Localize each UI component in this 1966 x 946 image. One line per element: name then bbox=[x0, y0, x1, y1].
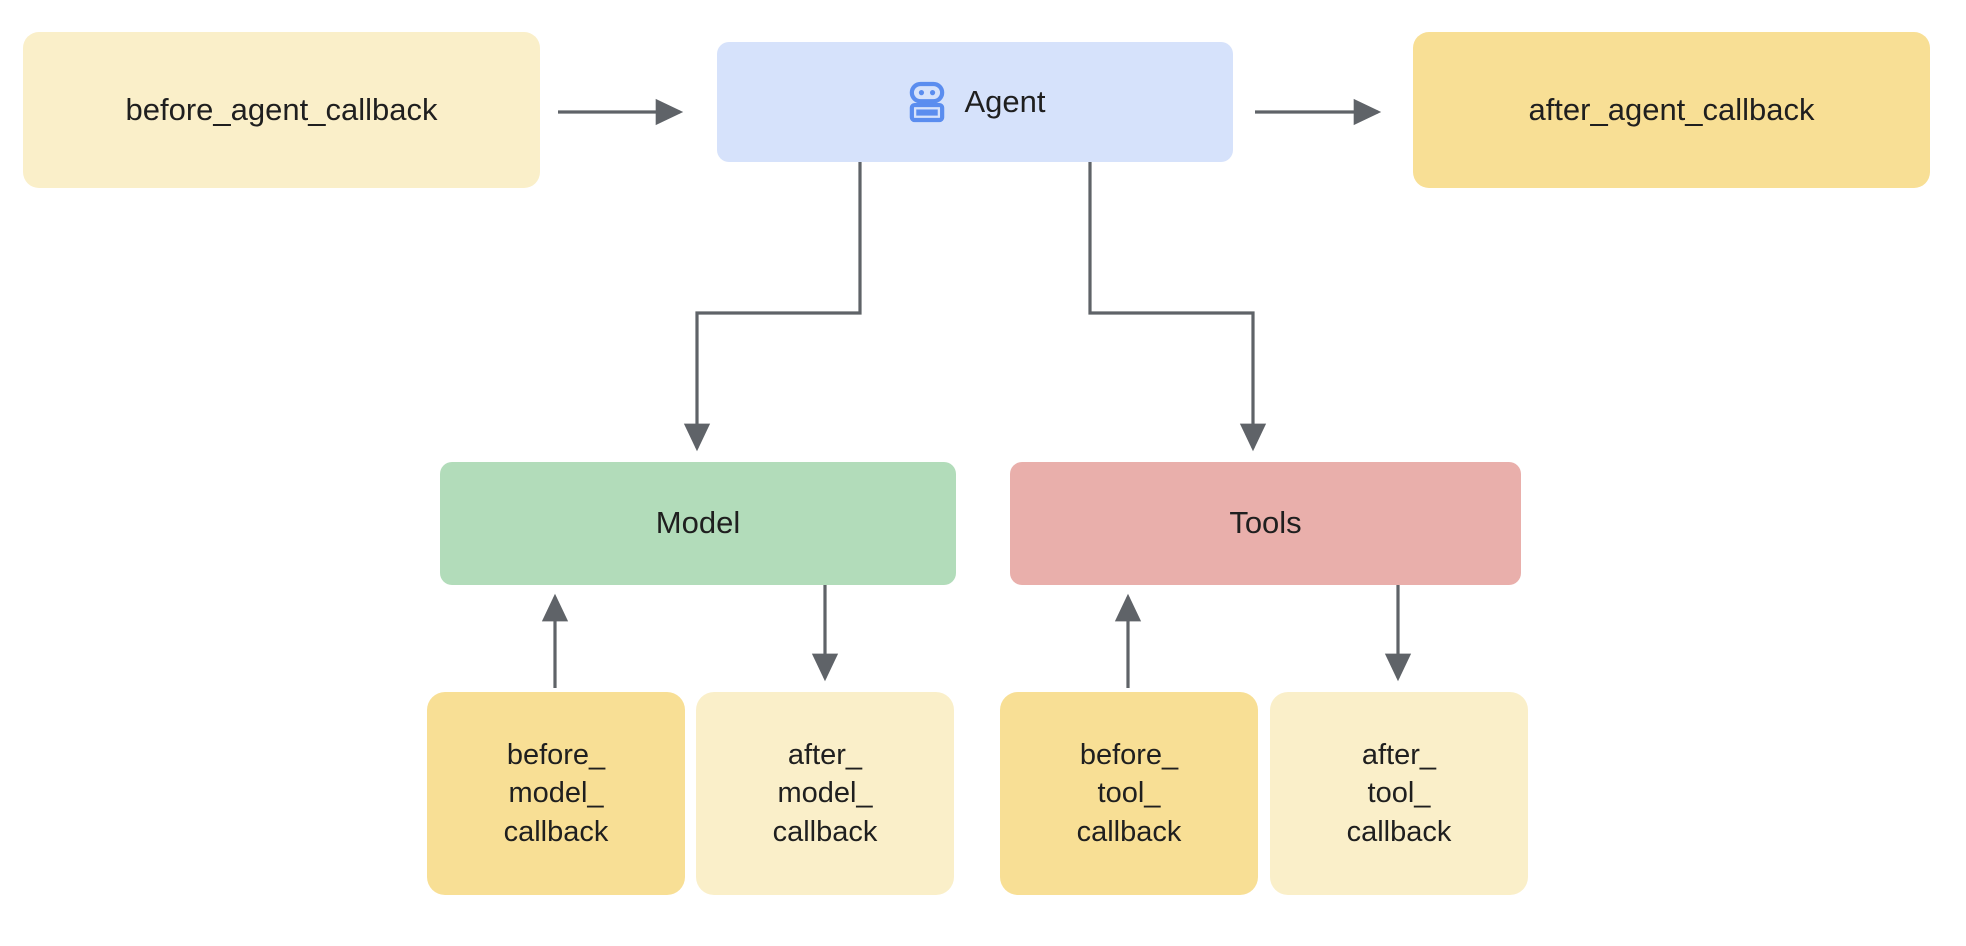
node-agent-label: Agent bbox=[964, 83, 1046, 119]
node-after-model-callback-label: after_ model_ callback bbox=[772, 739, 878, 848]
node-agent[interactable]: Agent bbox=[717, 42, 1233, 162]
node-after-tool-callback[interactable]: after_ tool_ callback bbox=[1270, 692, 1528, 895]
node-before-model-callback[interactable]: before_ model_ callback bbox=[427, 692, 685, 895]
node-model-label: Model bbox=[655, 505, 741, 541]
node-after-agent-callback[interactable]: after_agent_callback bbox=[1413, 32, 1930, 188]
node-after-tool-callback-label: after_ tool_ callback bbox=[1346, 739, 1452, 848]
node-after-model-callback[interactable]: after_ model_ callback bbox=[696, 692, 954, 895]
node-before-model-callback-label: before_ model_ callback bbox=[503, 739, 609, 848]
node-before-tool-callback[interactable]: before_ tool_ callback bbox=[1000, 692, 1258, 895]
edge-agent-to-tools bbox=[1088, 162, 1267, 452]
node-before-agent-callback-label: before_agent_callback bbox=[125, 91, 438, 127]
node-after-agent-callback-label: after_agent_callback bbox=[1528, 91, 1815, 127]
robot-icon bbox=[904, 79, 950, 125]
node-tools[interactable]: Tools bbox=[1010, 462, 1521, 585]
node-before-agent-callback[interactable]: before_agent_callback bbox=[23, 32, 540, 188]
node-model[interactable]: Model bbox=[440, 462, 956, 585]
edge-agent-to-model bbox=[683, 162, 862, 452]
node-tools-label: Tools bbox=[1229, 505, 1302, 541]
node-before-tool-callback-label: before_ tool_ callback bbox=[1076, 739, 1182, 848]
